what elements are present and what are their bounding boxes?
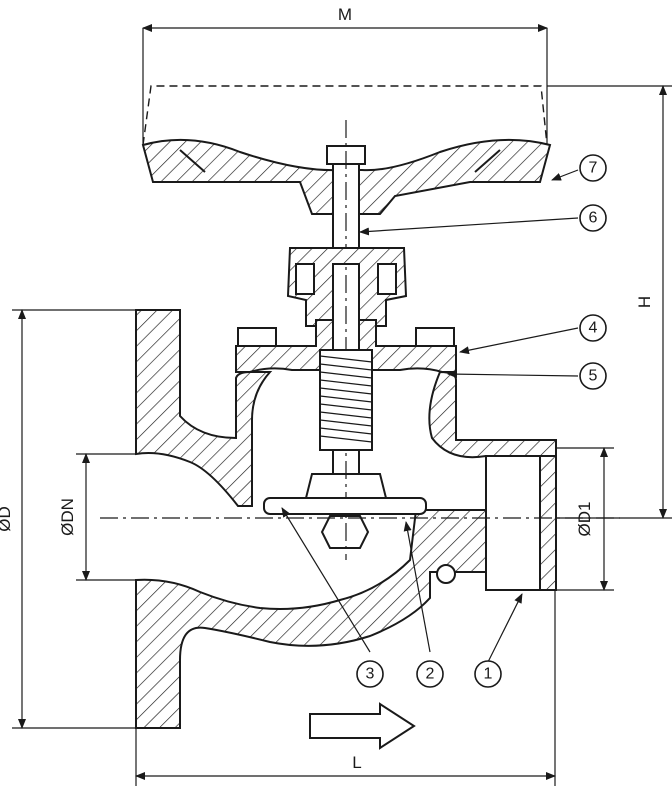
callout-6-label: 6 (589, 210, 598, 227)
dimension-d1: ØD1 (552, 447, 614, 591)
dimension-d-label: ØD (0, 506, 14, 532)
callout-1-label: 1 (484, 666, 493, 683)
callout-4-label: 4 (589, 320, 598, 337)
dimension-m-label: M (338, 5, 352, 24)
callout-5-label: 5 (589, 368, 598, 385)
callout-3: 3 (356, 660, 384, 688)
gland (286, 247, 408, 327)
callout-4: 4 (579, 314, 607, 342)
valve-disc (263, 473, 427, 549)
callout-6: 6 (579, 204, 607, 232)
dimension-h: H (547, 85, 672, 519)
dimension-h-label: H (635, 296, 654, 308)
dimension-dn-label: ØDN (58, 498, 77, 536)
callout-3-label: 3 (366, 666, 375, 683)
callout-7-label: 7 (589, 160, 598, 177)
callout-1: 1 (474, 660, 502, 688)
callout-5: 5 (579, 362, 607, 390)
bonnet (235, 319, 457, 451)
flow-arrow (309, 702, 416, 750)
dimension-dn: ØDN (58, 453, 136, 581)
dimension-l-label: L (352, 753, 361, 772)
callout-2-label: 2 (426, 666, 435, 683)
dimension-l: L (135, 590, 556, 786)
dimension-m: M (142, 5, 548, 145)
callout-7: 7 (579, 154, 607, 182)
callout-2: 2 (416, 660, 444, 688)
callout-leaders (281, 169, 579, 663)
dimension-d1-label: ØD1 (575, 502, 594, 537)
dimension-d: ØD (0, 309, 145, 729)
